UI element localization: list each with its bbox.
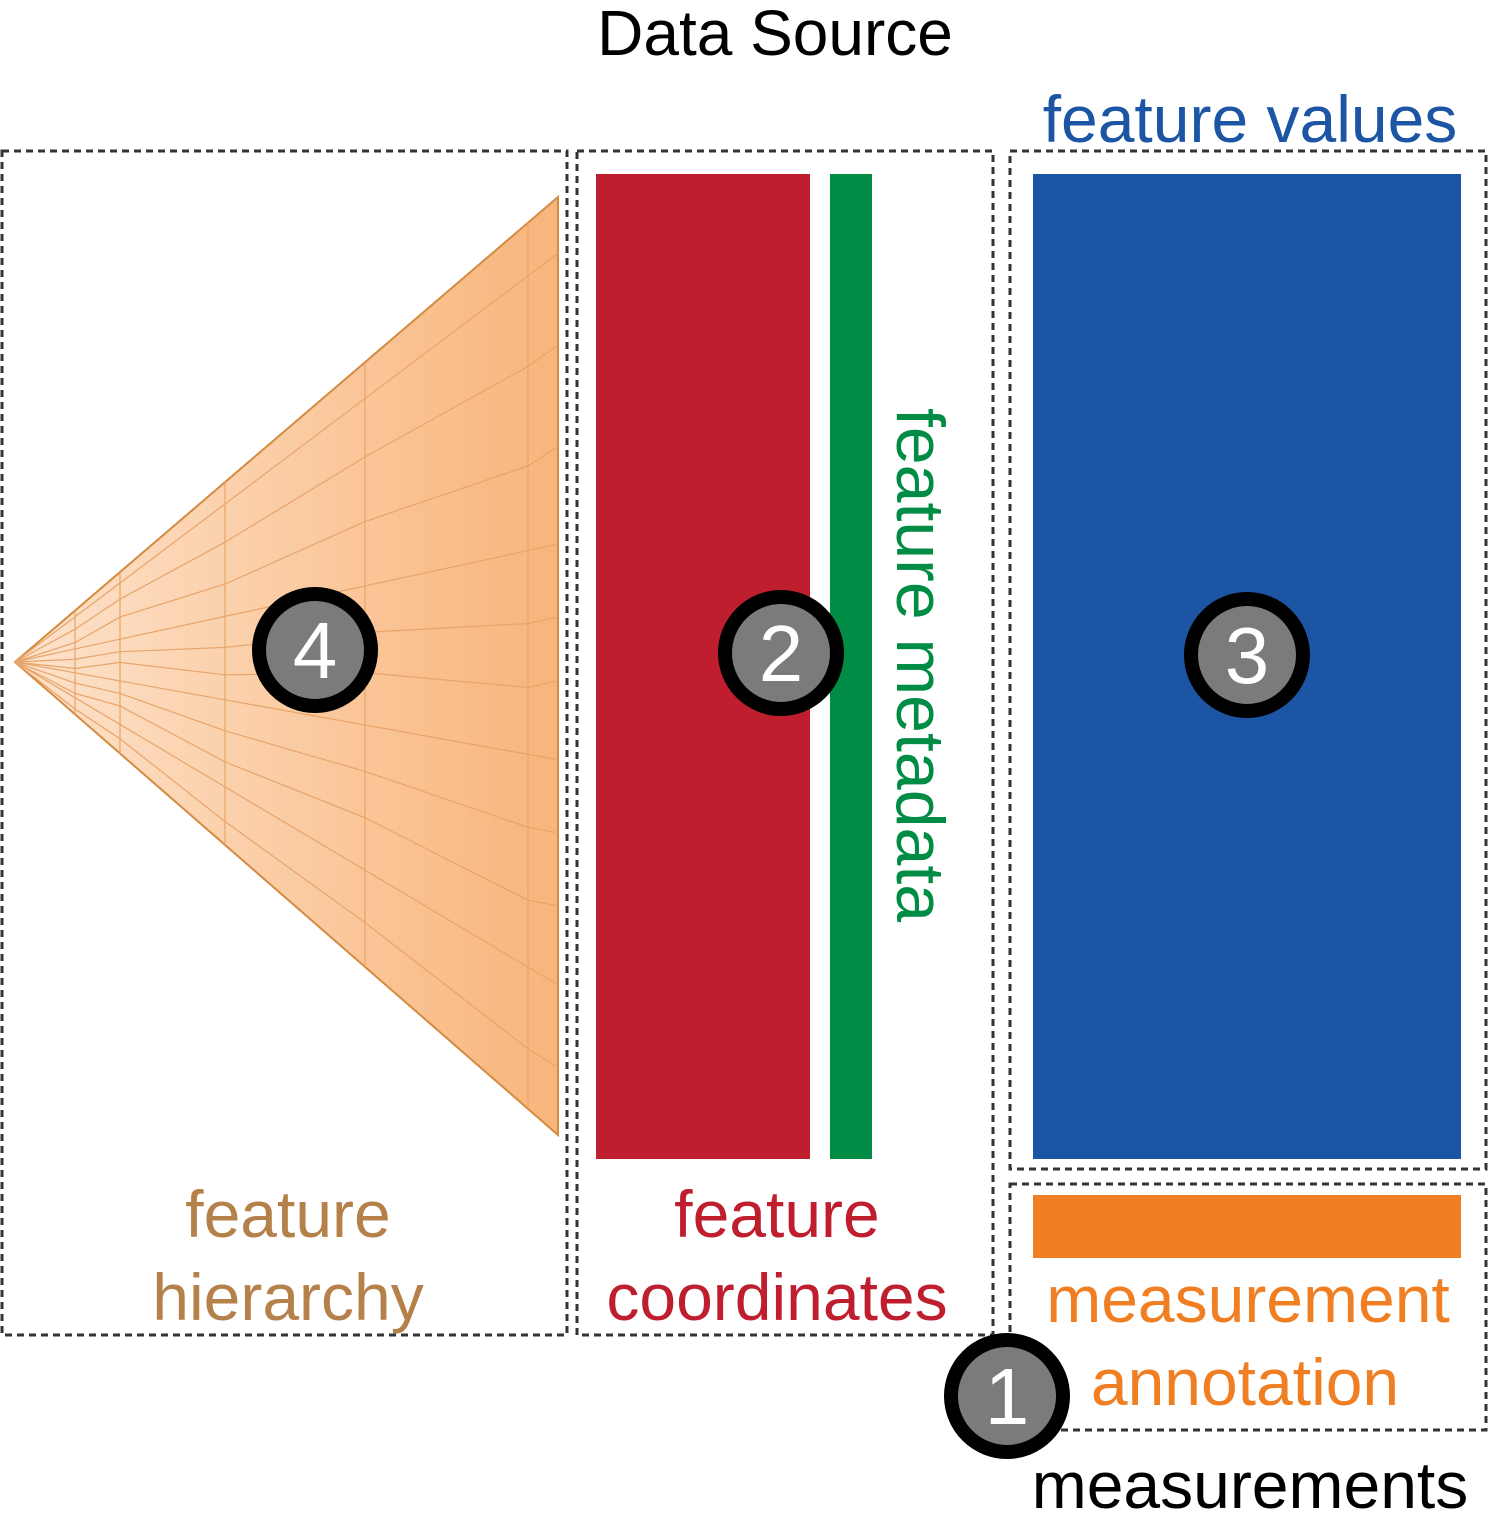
measurement-annotation-label-line1: measurement xyxy=(1046,1262,1450,1336)
feature-metadata-label: feature metadata xyxy=(882,408,958,922)
badge-3: 3 xyxy=(1184,592,1310,718)
annotation-panel-box xyxy=(1008,1182,1488,1432)
svg-text:4: 4 xyxy=(293,606,338,695)
feature-values-label: feature values xyxy=(1043,82,1458,156)
badge-2: 2 xyxy=(718,590,844,716)
feature-hierarchy-label-line2: hierarchy xyxy=(152,1260,423,1334)
feature-hierarchy-label-line1: feature xyxy=(185,1177,390,1251)
measurements-label: measurements xyxy=(1032,1448,1469,1515)
measurement-annotation-bar xyxy=(1033,1195,1461,1258)
measurement-annotation-label-line2: annotation xyxy=(1091,1345,1399,1419)
svg-text:2: 2 xyxy=(759,609,804,698)
values-panel-box xyxy=(1008,149,1488,1171)
feature-coordinates-label-line1: feature xyxy=(674,1177,879,1251)
feature-coordinates-label-line2: coordinates xyxy=(606,1260,947,1334)
diagram-title: Data Source xyxy=(597,0,953,69)
svg-text:3: 3 xyxy=(1225,611,1270,700)
coordinates-panel-box xyxy=(575,149,995,1337)
hierarchy-panel-box xyxy=(0,149,569,1337)
svg-text:1: 1 xyxy=(985,1352,1030,1441)
badge-4: 4 xyxy=(252,587,378,713)
badge-1: 1 xyxy=(944,1333,1070,1459)
